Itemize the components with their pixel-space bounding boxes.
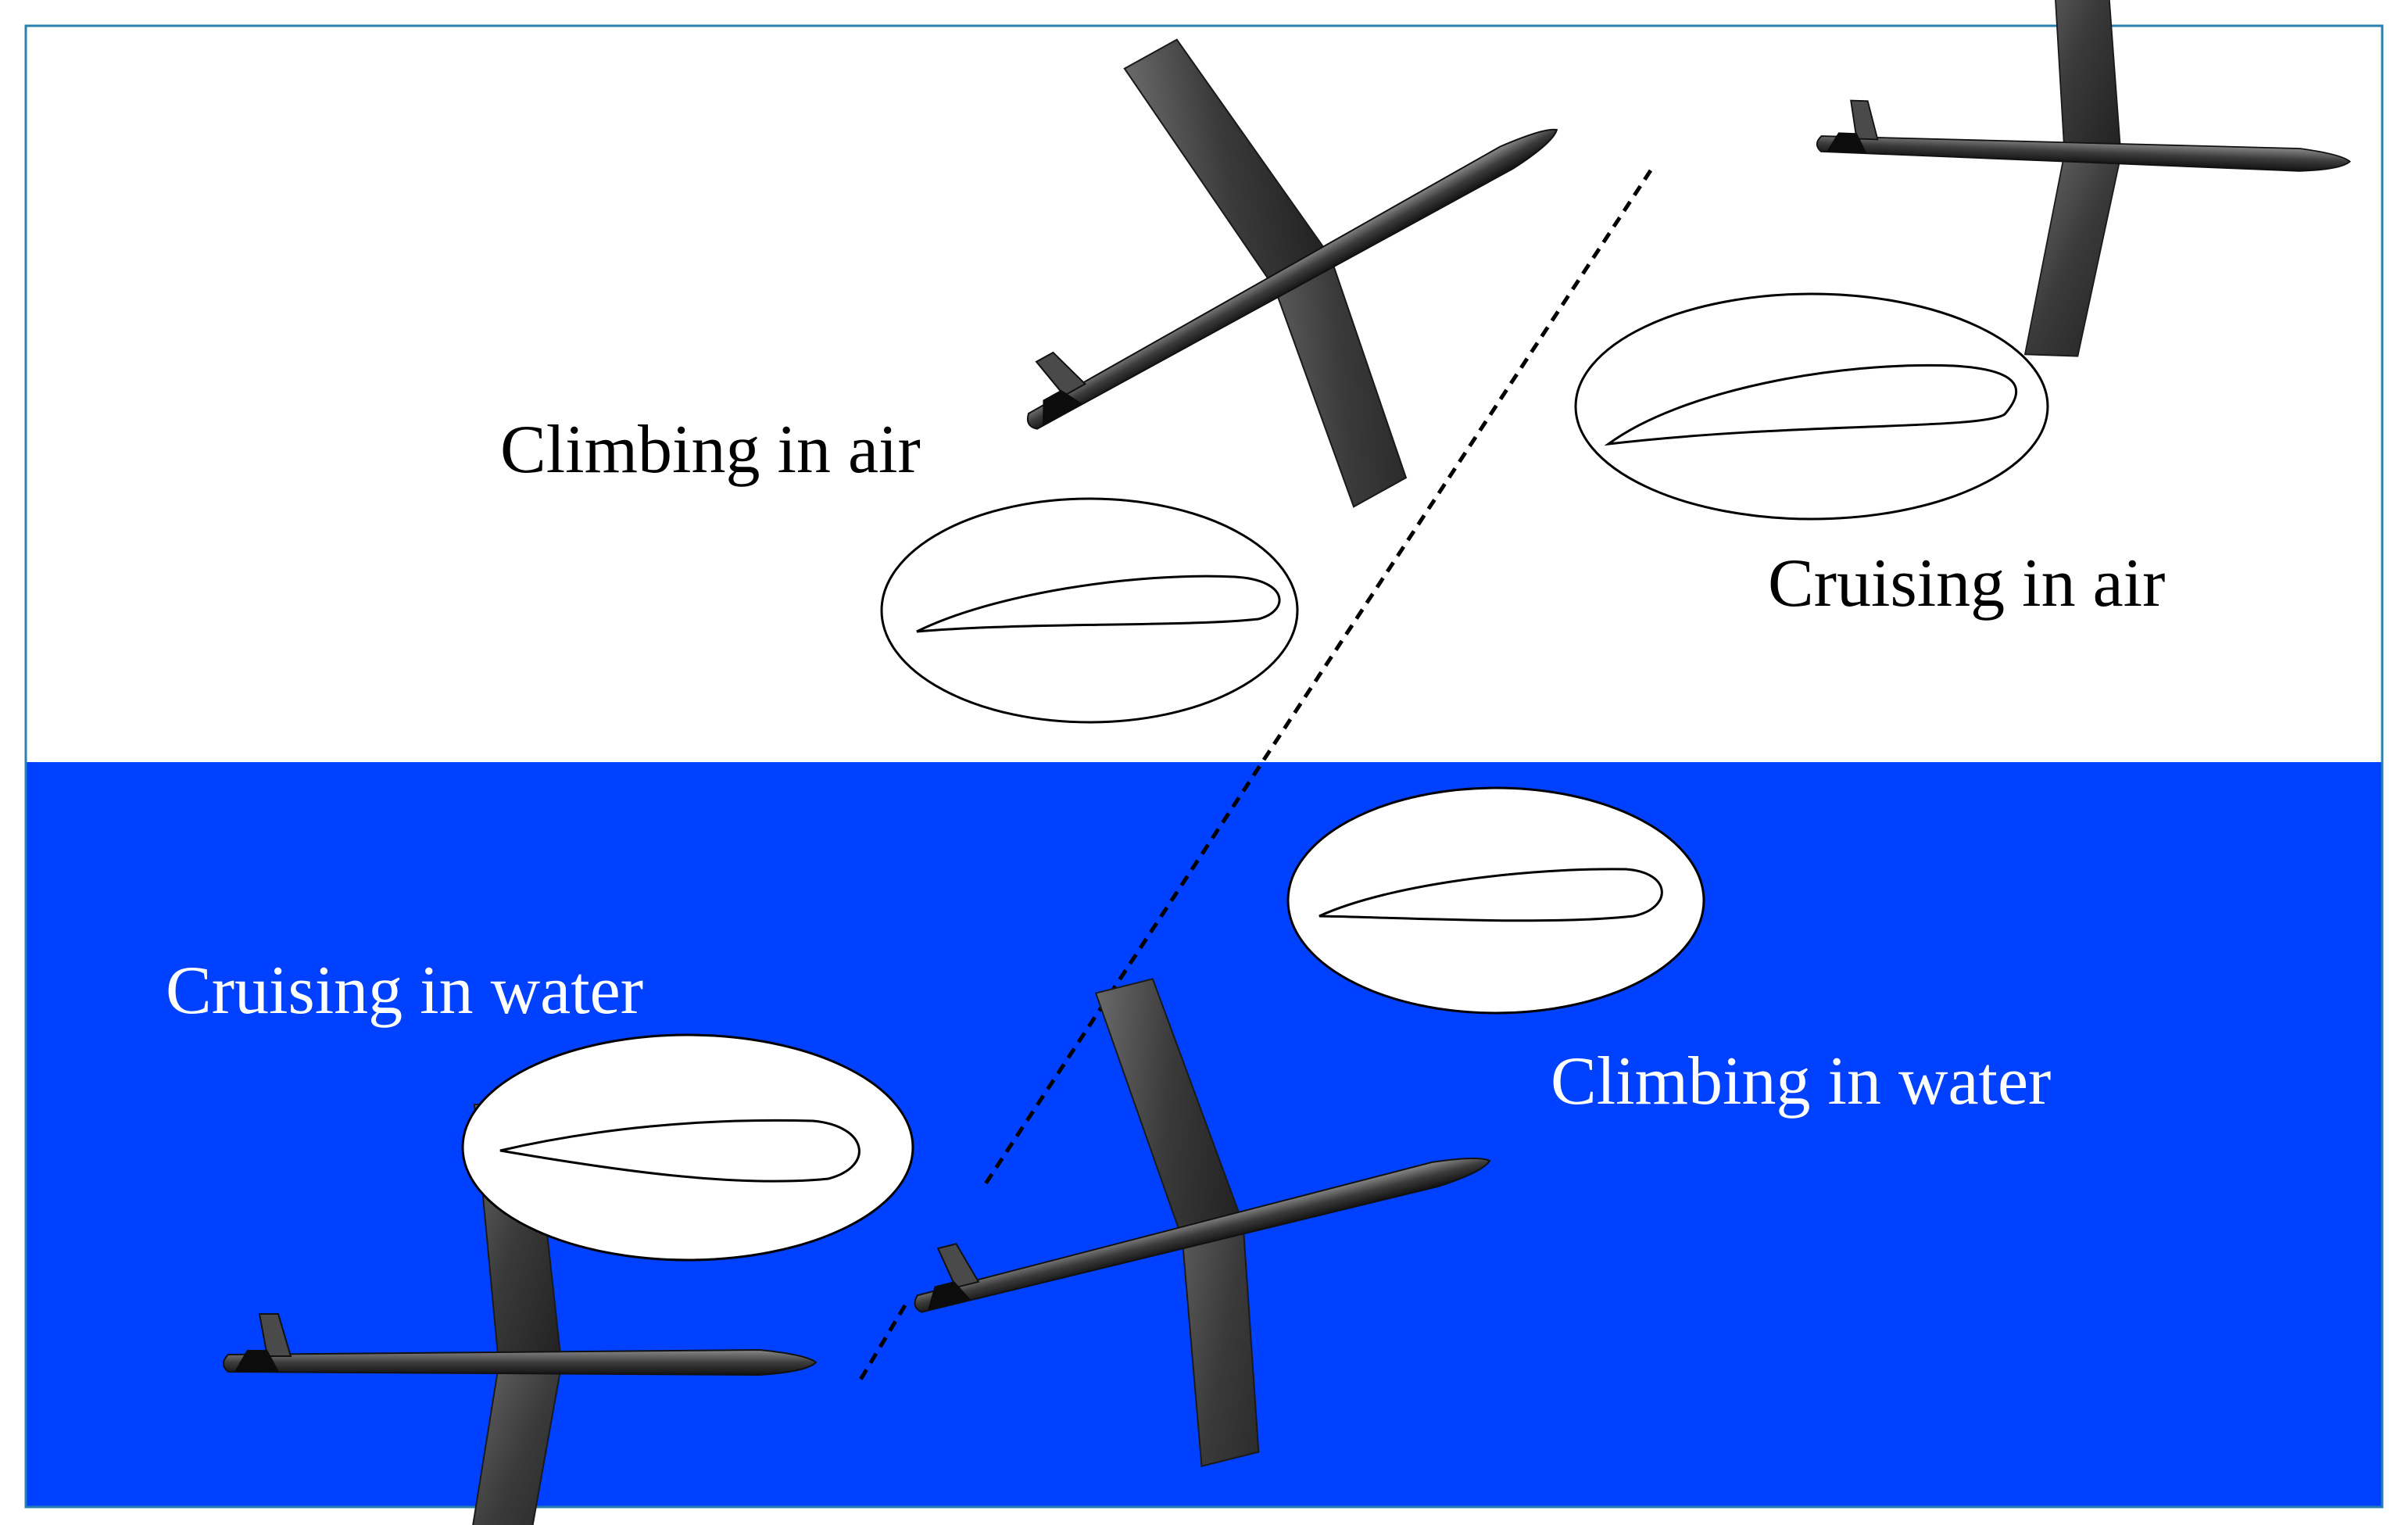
airfoil-profile-icon — [1574, 292, 2049, 521]
airfoil-profile-icon — [1286, 786, 1705, 1015]
label-cruising-in-air: Cruising in air — [1768, 546, 2165, 621]
label-cruising-in-water: Cruising in water — [166, 953, 643, 1029]
figure-frame — [24, 24, 2384, 1509]
airfoil-profile-icon — [880, 497, 1299, 724]
airfoil-profile-icon — [461, 1033, 914, 1262]
label-climbing-in-water: Climbing in water — [1551, 1044, 2051, 1119]
transition-path-line-lower — [856, 1304, 907, 1385]
label-climbing-in-air: Climbing in air — [500, 412, 921, 488]
transition-path-line — [982, 169, 1653, 1187]
